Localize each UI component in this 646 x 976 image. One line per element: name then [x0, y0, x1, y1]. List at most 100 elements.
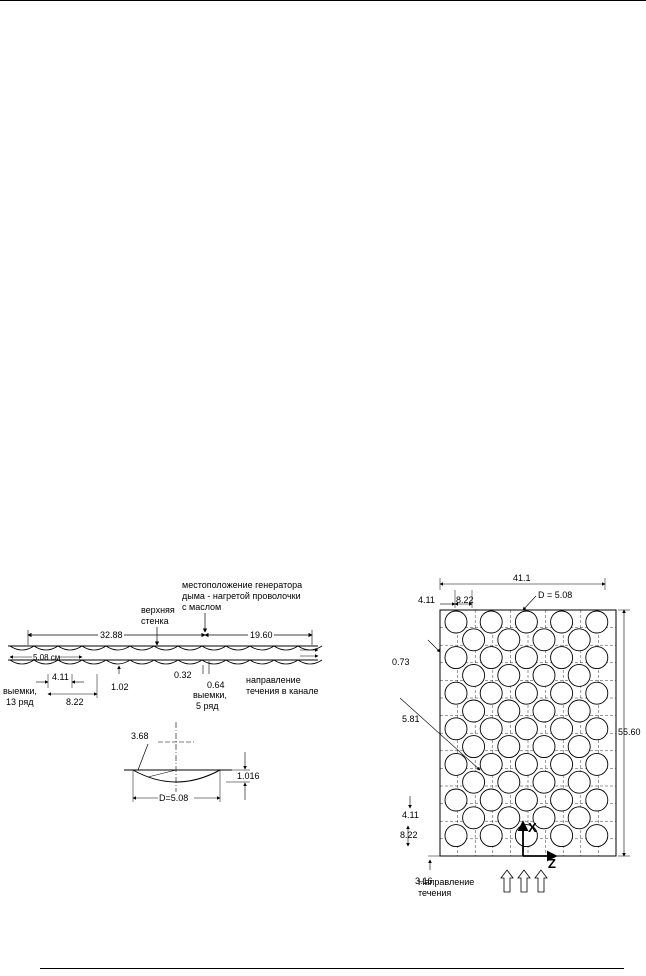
upper-dimple-arc: [273, 645, 299, 651]
dimple-circle: [514, 788, 538, 812]
dimple-circle: [479, 788, 503, 812]
lower-dimple-arc: [57, 659, 83, 665]
dimple-circle: [497, 735, 521, 759]
lower-dimple-arc: [129, 659, 155, 665]
upper-dimple-arc: [201, 645, 227, 651]
dimple-circle: [585, 824, 609, 848]
channel-section-svg: местоположение генератора дыма - нагрето…: [3, 580, 323, 803]
lower-dimple-arc: [9, 659, 35, 665]
dimple-circle: [585, 681, 609, 705]
flow-direction-channel-1: направление: [246, 675, 301, 685]
detail-D: D=5.08: [159, 793, 188, 803]
dimples-row13-label-1: выемки,: [3, 686, 37, 696]
smoke-generator-label-2: дыма - нагретой проволочки: [182, 591, 301, 601]
dimple-circle: [462, 699, 486, 723]
dimple-circle: [514, 681, 538, 705]
dimple-circle: [585, 646, 609, 670]
dimple-array-figure: 41.1 4.11 8.22 D = 5.08 55.60 0.73 5.81 …: [380, 570, 646, 910]
dim-5-08-cm: 5.08 см: [33, 653, 60, 662]
dim-41-1: 41.1: [513, 573, 531, 583]
top-rule: [0, 0, 646, 1]
flow-direction-channel-2: течения в канале: [246, 686, 318, 696]
upper-dimple-arc: [9, 645, 35, 651]
dimple-circle: [444, 610, 468, 634]
dimples-row5-label-2: 5 ряд: [196, 701, 219, 711]
dim-8-22: 8.22: [66, 697, 84, 707]
lower-dimple-arc: [249, 659, 275, 665]
dimple-circle: [514, 610, 538, 634]
upper-wall-label-1: верхняя: [141, 605, 175, 615]
lower-dimple-arc: [225, 659, 251, 665]
axis-z-label: Z: [548, 856, 556, 871]
upper-dimple-arc: [33, 645, 59, 651]
flow-arrows: [500, 869, 548, 893]
dimple-circle: [444, 717, 468, 741]
dimple-circle: [585, 717, 609, 741]
dimple-circle: [585, 752, 609, 776]
upper-wall-dimples: [9, 645, 323, 651]
dimple-circle: [514, 646, 538, 670]
dimple-circle: [567, 806, 591, 830]
upper-dimple-arc: [177, 645, 203, 651]
detail-3-68: 3.68: [131, 731, 149, 741]
lower-dimple-arc: [105, 659, 131, 665]
dimple-circle: [514, 717, 538, 741]
lower-dimple-arc: [273, 659, 299, 665]
lower-dimple-arc: [33, 659, 59, 665]
dim-D-5-08: D = 5.08: [538, 590, 572, 600]
lower-dimple-arc: [81, 659, 107, 665]
dimple-circle: [479, 646, 503, 670]
lower-wall-dimples: [9, 659, 323, 665]
dimple-circle: [532, 735, 556, 759]
dimple-circle: [462, 770, 486, 794]
dimple-circle: [550, 824, 574, 848]
dimple-circle: [550, 646, 574, 670]
dim-3-16: 3.16: [415, 876, 433, 886]
dimple-circle: [462, 735, 486, 759]
dimple-detail: 3.68 1.016 D=5.08: [124, 722, 260, 803]
dim-19-60: 19.60: [250, 630, 273, 640]
channel-section-figure: местоположение генератора дыма - нагрето…: [0, 570, 350, 870]
upper-dimple-arc: [81, 645, 107, 651]
dimple-circle: [479, 752, 503, 776]
dimple-circle: [497, 770, 521, 794]
bottom-rule: [40, 968, 624, 969]
smoke-generator-label-3: с маслом: [182, 602, 221, 612]
dimple-circle: [550, 717, 574, 741]
dimple-circle: [444, 681, 468, 705]
dimple-circle: [497, 663, 521, 687]
upper-dimple-arc: [57, 645, 83, 651]
dim-4-11-left: 4.11: [402, 810, 419, 820]
dimples-row13-label-2: 13 ряд: [6, 697, 34, 707]
dim-4-11: 4.11: [52, 672, 69, 682]
dimple-circle: [514, 752, 538, 776]
dimple-circle: [550, 752, 574, 776]
dimple-circle: [550, 610, 574, 634]
dimple-circle: [479, 717, 503, 741]
dimple-circle: [585, 610, 609, 634]
dimple-circle: [550, 681, 574, 705]
dimple-circle: [462, 806, 486, 830]
dimple-circle: [462, 628, 486, 652]
axis-x-label: X: [528, 820, 537, 835]
smoke-generator-label-1: местоположение генератора: [182, 580, 302, 590]
dimple-circle: [532, 770, 556, 794]
dimples-row5-label-1: выемки,: [193, 690, 227, 700]
upper-dimple-arc: [105, 645, 131, 651]
dimple-circle: [497, 699, 521, 723]
dimple-circle: [550, 788, 574, 812]
dim-0-64: 0.64: [207, 680, 225, 690]
dimple-circle: [479, 824, 503, 848]
upper-wall-label-2: стенка: [141, 616, 169, 626]
dimple-circle: [567, 663, 591, 687]
flow-direction-label-1: Направление: [418, 877, 474, 887]
dimple-circle: [532, 806, 556, 830]
lower-dimple-arc: [153, 659, 179, 665]
dim-5-81: 5.81: [402, 714, 420, 724]
lower-dimple-arc: [297, 659, 323, 665]
dim-0-32: 0.32: [174, 670, 192, 680]
dimple-circle: [532, 699, 556, 723]
dimple-circle: [462, 663, 486, 687]
dimple-circle: [532, 663, 556, 687]
dimple-circle: [585, 788, 609, 812]
